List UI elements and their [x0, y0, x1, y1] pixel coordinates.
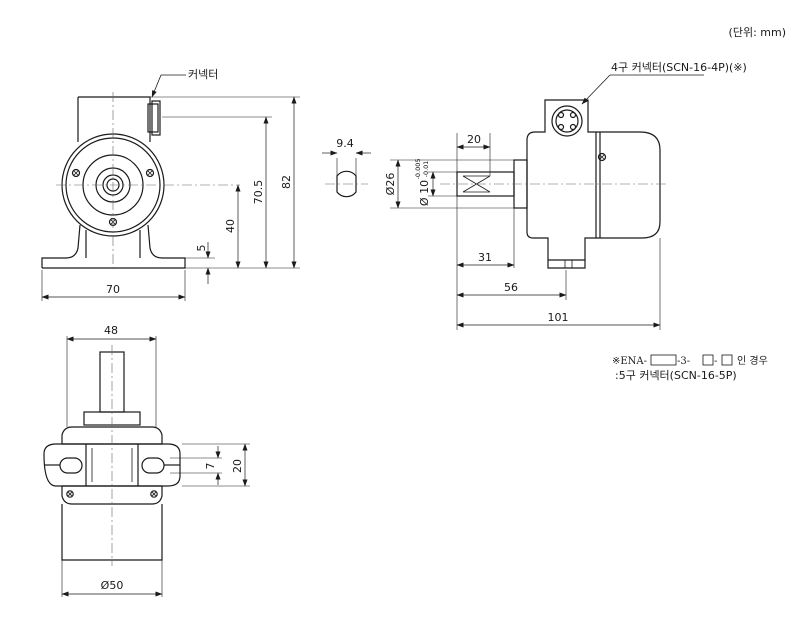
dim-side-101: 101 [548, 311, 569, 324]
tol-upper: -0.005 [414, 159, 422, 180]
dim-top-slot: 7 [204, 463, 217, 470]
front-view: 커넥터 70 5 [41, 68, 300, 301]
dim-top-width: 48 [104, 324, 118, 337]
unit-note: (단위: mm) [729, 26, 786, 39]
top-view: 48 7 20 [43, 324, 250, 597]
dim-front-base: 5 [195, 245, 208, 252]
front-connector-label: 커넥터 [188, 68, 218, 81]
note-line-2: :5구 커넥터(SCN-16-5P) [615, 369, 737, 382]
dim-top-body-dia: Ø50 [101, 579, 124, 592]
dim-side-31: 31 [478, 251, 492, 264]
model-note: ※ENA- -3- - 인 경우 :5구 커넥터(SCN-16-5P) [612, 354, 768, 382]
note-mid-2: - [714, 356, 717, 367]
dim-side-shaft-length: 20 [467, 133, 481, 146]
shaft-section-view: 9.4 [322, 137, 371, 198]
note-suffix: 인 경우 [737, 354, 768, 367]
dim-side-56: 56 [504, 281, 518, 294]
dim-front-total-height: 82 [280, 175, 293, 189]
note-box-2 [702, 354, 714, 366]
dim-front-connector-height: 70.5 [252, 180, 265, 205]
note-box-3 [721, 354, 733, 366]
dim-front-width: 70 [106, 283, 120, 296]
dim-front-center-height: 40 [224, 219, 237, 233]
note-box-1 [650, 354, 677, 366]
side-connector-label: 4구 커넥터(SCN-16-4P)(※) [611, 61, 747, 74]
dim-top-slot-outer: 20 [231, 459, 244, 473]
dim-shaft-flat: 9.4 [336, 137, 354, 150]
note-prefix: ※ENA- [612, 356, 647, 367]
side-view: 4구 커넥터(SCN-16-4P)(※) 20 [384, 61, 747, 330]
tol-lower: -0.01 [422, 161, 430, 178]
dim-side-shaft-dia: Ø 10 [418, 180, 431, 206]
dim-side-boss-dia: Ø26 [384, 173, 397, 196]
note-mid-1: -3- [677, 356, 690, 367]
